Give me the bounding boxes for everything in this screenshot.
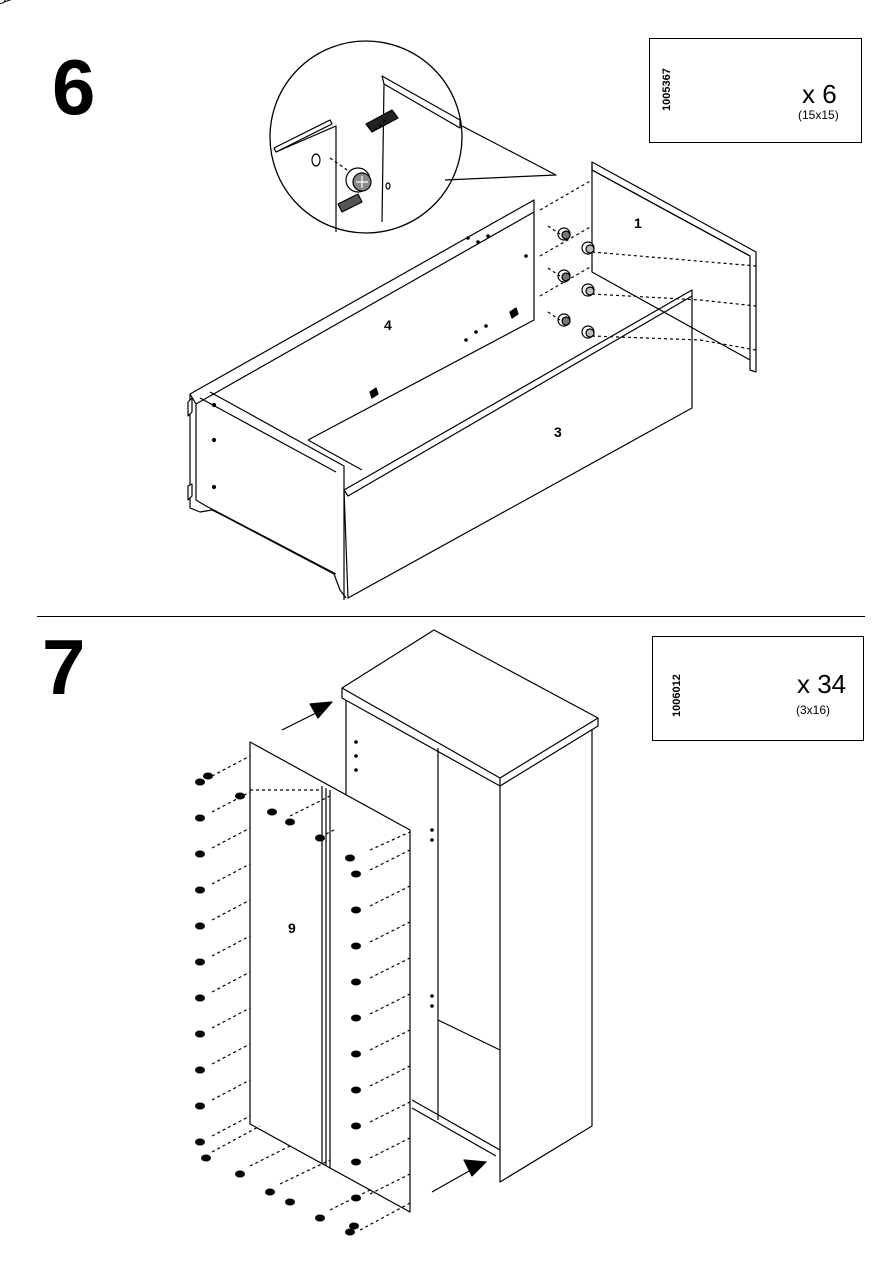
step-number: 6 [52,48,95,126]
left-end-panel [188,392,362,598]
hardware-box: 1005367 x 6 (15x15) [649,38,862,143]
screw-glyphs [0,0,16,4]
part-label-9: 9 [288,920,296,936]
panel-3 [344,290,692,600]
part-label-3: 3 [554,424,562,440]
part-code: 1005367 [661,68,673,111]
part-label-1: 1 [634,215,642,231]
hardware-size: (15x15) [798,108,839,122]
panel-4 [190,200,534,440]
part-code: 1006012 [671,674,683,717]
cam-locks-step6 [370,180,756,398]
hardware-quantity: x 6 [802,79,837,110]
hardware-box: 1006012 x 34 (3x16) [652,636,864,741]
hardware-quantity: x 34 [797,669,846,700]
step-divider [37,616,865,617]
detail-magnifier [270,41,556,233]
part-label-4: 4 [384,317,392,333]
hardware-size: (3x16) [796,703,830,717]
step-number: 7 [42,628,85,706]
